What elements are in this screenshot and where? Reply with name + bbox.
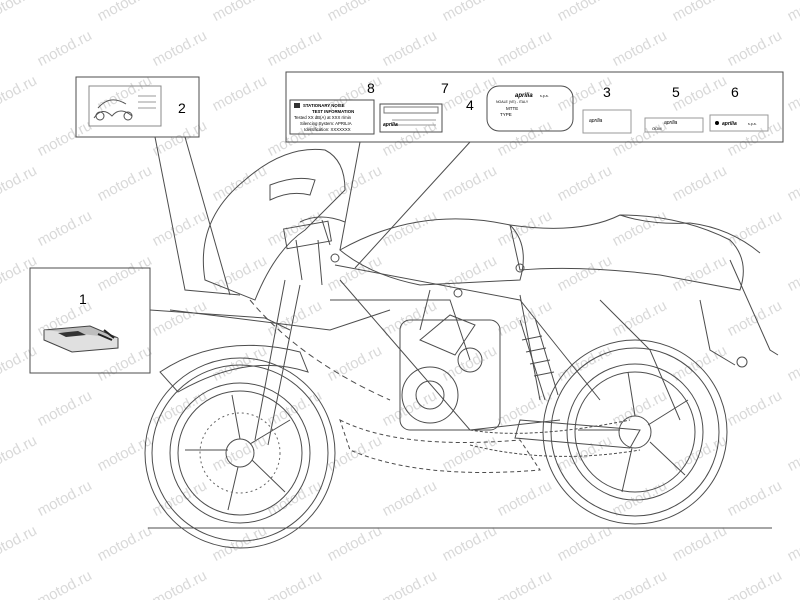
- decal-4-type: TYPE: [500, 112, 512, 117]
- decal-8-line-2: TEST INFORMATION: [312, 109, 354, 114]
- decal-3-brand: aprilia: [589, 118, 603, 124]
- item-1-manual: [43, 325, 119, 353]
- callout-number-2: 2: [178, 100, 186, 116]
- decal-8-line-4: Silencing System: APRILIA: [300, 121, 352, 126]
- decal-6-suffix: s.p.a.: [748, 122, 757, 126]
- decal-3: [582, 109, 632, 134]
- decal-5-sub: OOM: [652, 126, 662, 131]
- decal-7-brand: aprilia: [383, 122, 398, 128]
- decal-4-address: NOALE (VE) - ITALY: [496, 100, 529, 104]
- callout-box-1: [29, 267, 151, 374]
- callout-number-3: 3: [603, 84, 611, 100]
- callout-number-7: 7: [441, 80, 449, 96]
- callout-number-1: 1: [79, 291, 87, 307]
- callout-number-6: 6: [731, 84, 739, 100]
- leader-line-7: [339, 141, 361, 251]
- decal-6-brand: aprilia: [722, 121, 737, 127]
- callout-box-decals: [285, 71, 784, 143]
- decal-8: [289, 99, 375, 135]
- decal-8-line-5: Identification: XXXXXXX: [304, 127, 351, 132]
- decal-5: [644, 117, 704, 133]
- leader-line-4: [354, 141, 471, 269]
- callout-number-8: 8: [367, 80, 375, 96]
- decal-4-brand: aprilia: [515, 93, 533, 99]
- front-tyre: [144, 357, 336, 549]
- decal-5-brand: aprilia: [664, 120, 678, 126]
- decal-8-line-3: Tested XX dB(A) at XXX r/min: [294, 115, 352, 120]
- motorcycle-outline: [144, 148, 779, 549]
- leader-line-2: [154, 136, 241, 296]
- item-2-sheet: [88, 85, 162, 127]
- decal-4: [486, 85, 574, 132]
- decal-6-dot: [715, 121, 719, 125]
- callout-number-5: 5: [672, 84, 680, 100]
- decal-4-brand-suffix: s.p.a.: [540, 94, 549, 98]
- leader-line-2b: [184, 136, 231, 296]
- decal-8-line-1: STATIONARY NOISE: [303, 103, 345, 108]
- callout-number-4: 4: [466, 97, 474, 113]
- decal-4-mtte: MTTE: [506, 106, 518, 111]
- rear-tyre: [542, 339, 728, 525]
- decal-6: [709, 114, 769, 132]
- callout-box-2: [75, 76, 200, 138]
- decal-7: [379, 103, 443, 133]
- leader-line-1: [149, 309, 291, 331]
